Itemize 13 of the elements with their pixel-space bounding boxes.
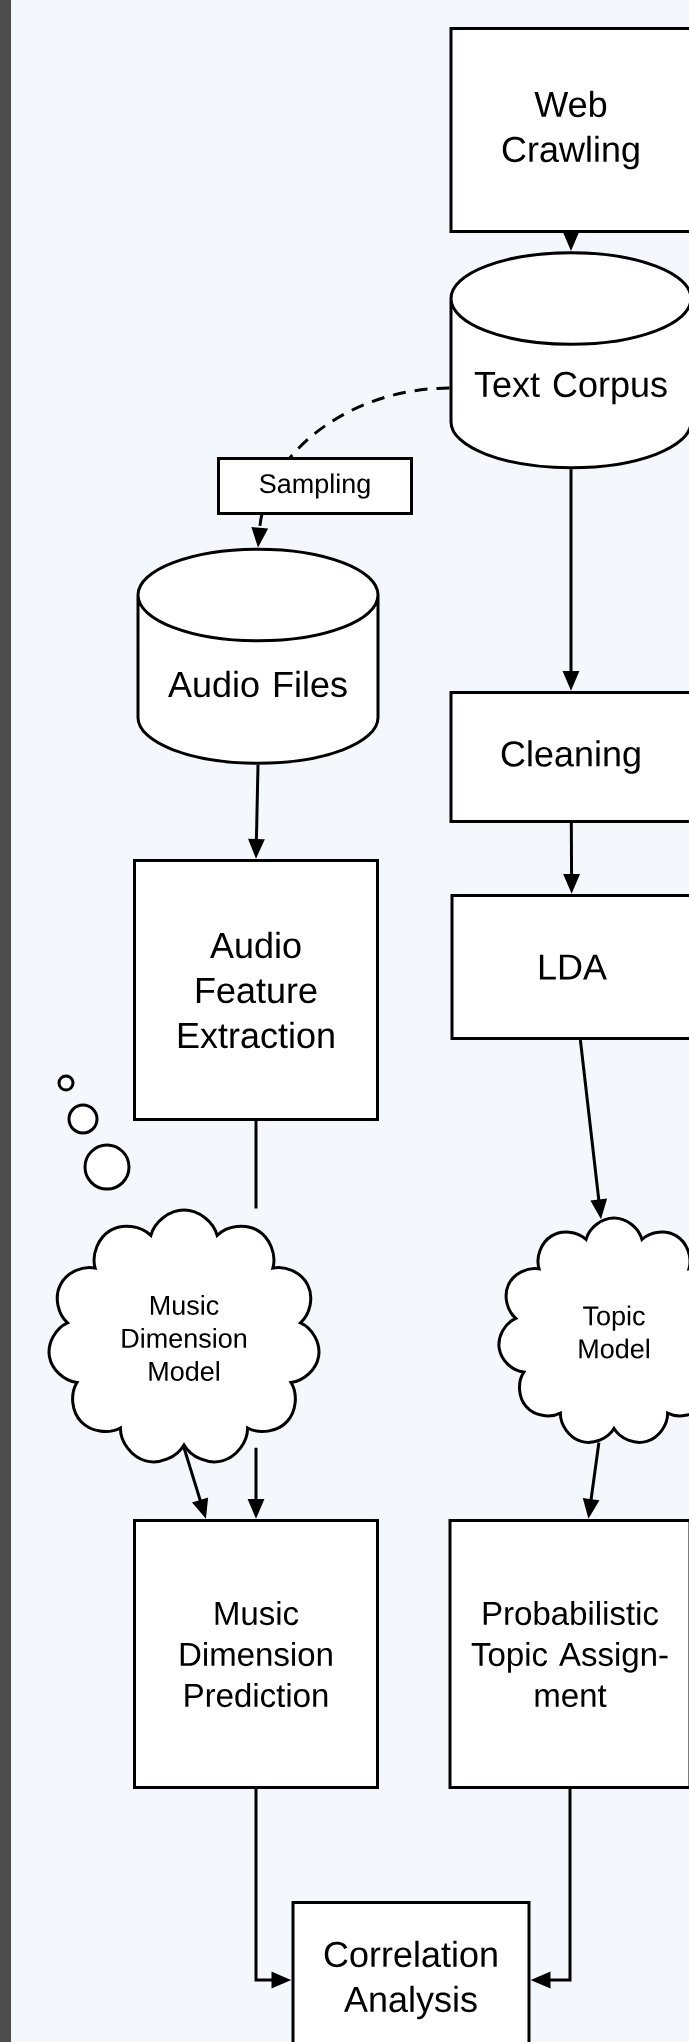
process-box: Cleaning xyxy=(449,691,689,823)
process-box: Music Dimension Prediction xyxy=(133,1519,379,1789)
process-box: Web Crawling xyxy=(449,27,689,233)
process-box: LDA xyxy=(450,894,689,1040)
process-box: Correlation Analysis xyxy=(291,1901,531,2042)
process-box: Probabilistic Topic Assign- ment xyxy=(448,1519,689,1789)
thought-cloud: Topic Model xyxy=(497,1216,689,1444)
connector-line xyxy=(254,1121,258,1209)
process-box: Audio Feature Extraction xyxy=(133,859,379,1121)
edge-label: Sampling xyxy=(217,457,413,515)
database-cylinder: Text Corpus xyxy=(449,251,689,470)
thought-cloud: Music Dimension Model xyxy=(47,1208,321,1464)
database-cylinder: Audio Files xyxy=(136,547,380,765)
